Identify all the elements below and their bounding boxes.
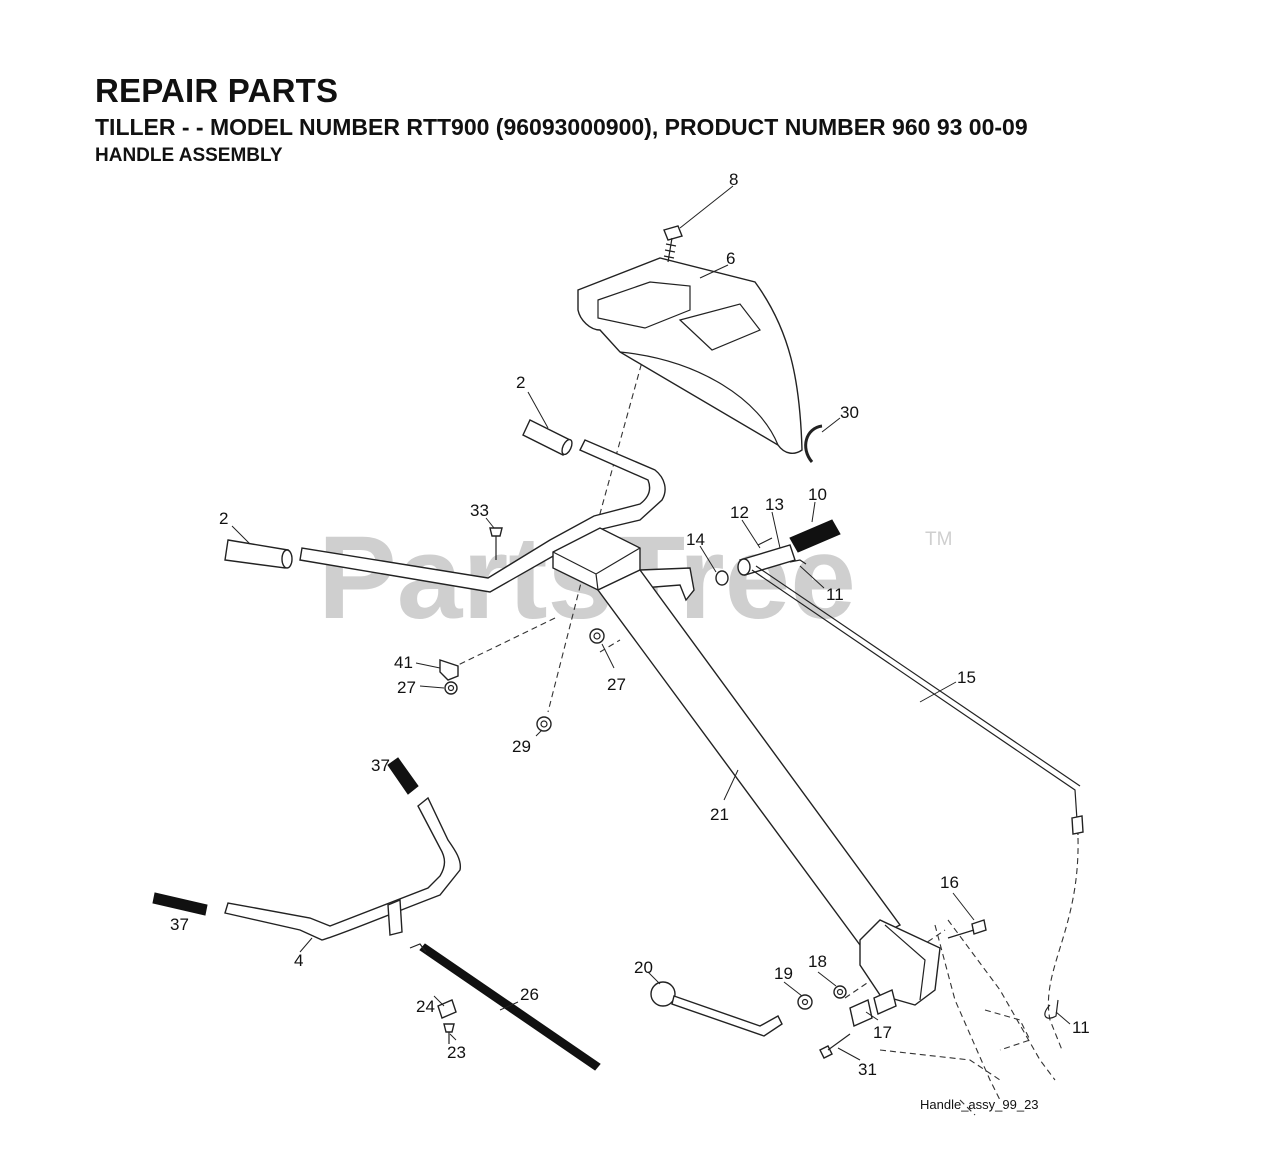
handle-bracket — [552, 527, 695, 602]
callout-27: 27 — [607, 675, 626, 694]
callout-20: 20 — [634, 958, 653, 977]
pads-17 — [849, 989, 897, 1027]
page-title: REPAIR PARTS — [95, 72, 339, 109]
control-rod-15 — [751, 565, 1084, 836]
callout-31: 31 — [858, 1060, 877, 1079]
callout-23: 23 — [447, 1043, 466, 1062]
pivot-13-12 — [737, 537, 796, 576]
nut-27-left — [444, 681, 458, 695]
callout-37: 37 — [371, 756, 390, 775]
handlebar-upper — [299, 439, 666, 593]
bolt-31 — [819, 1033, 851, 1059]
callout-16: 16 — [940, 873, 959, 892]
bolt-33 — [489, 527, 503, 560]
callout-19: 19 — [774, 964, 793, 983]
grip-10 — [789, 519, 841, 553]
washer-29 — [536, 716, 552, 732]
washer-19 — [797, 994, 813, 1010]
clamp-41 — [439, 659, 459, 681]
callout-10: 10 — [808, 485, 827, 504]
callout-41: 41 — [394, 653, 413, 672]
callout-27: 27 — [397, 678, 416, 697]
callout-13: 13 — [765, 495, 784, 514]
lever-20 — [650, 981, 783, 1037]
callout-labels: 8 6 2 30 2 33 12 13 10 14 11 41 27 27 15… — [170, 170, 1090, 1079]
section-title: HANDLE ASSEMBLY — [95, 145, 283, 166]
callout-26: 26 — [520, 985, 539, 1004]
callout-17: 17 — [873, 1023, 892, 1042]
nut-18 — [833, 985, 847, 999]
screw-8 — [663, 225, 683, 263]
callout-18: 18 — [808, 952, 827, 971]
callout-14: 14 — [686, 530, 705, 549]
grip-2-lower — [224, 539, 293, 569]
callout-21: 21 — [710, 805, 729, 824]
cotter-pin-11-lower — [1044, 999, 1059, 1019]
drag-bar-4 — [224, 796, 462, 941]
callout-30: 30 — [840, 403, 859, 422]
bolt-16 — [947, 919, 987, 939]
clip-30 — [804, 424, 823, 463]
callout-33: 33 — [470, 501, 489, 520]
column-tube-21 — [596, 569, 941, 1006]
callout-37: 37 — [170, 915, 189, 934]
callout-12: 12 — [730, 503, 749, 522]
leader-lines — [231, 185, 1071, 1061]
callout-2: 2 — [516, 373, 525, 392]
callout-8: 8 — [729, 170, 738, 189]
callout-24: 24 — [416, 997, 435, 1016]
nut-27-right — [589, 628, 605, 644]
callout-29: 29 — [512, 737, 531, 756]
callout-2: 2 — [219, 509, 228, 528]
callout-11: 11 — [1072, 1018, 1090, 1037]
callout-4: 4 — [294, 951, 303, 970]
control-panel-cover — [577, 257, 803, 454]
tiller-frame-phantom — [879, 919, 1056, 1116]
figure-id: Handle_assy_99_23 — [920, 1097, 1039, 1112]
model-subtitle: TILLER - - MODEL NUMBER RTT900 (96093000… — [95, 114, 1028, 140]
callout-6: 6 — [726, 249, 735, 268]
cotter-pin-11-upper — [789, 559, 807, 565]
grip-37-lower — [152, 892, 208, 916]
rod-26 — [409, 943, 601, 1071]
watermark-trademark: TM — [925, 529, 952, 550]
grip-37-upper — [387, 757, 419, 795]
callout-11: 11 — [826, 585, 844, 604]
grip-2-upper — [522, 419, 573, 456]
callout-15: 15 — [957, 668, 976, 687]
bolt-23 — [443, 1023, 455, 1044]
spacer-14 — [715, 570, 729, 586]
